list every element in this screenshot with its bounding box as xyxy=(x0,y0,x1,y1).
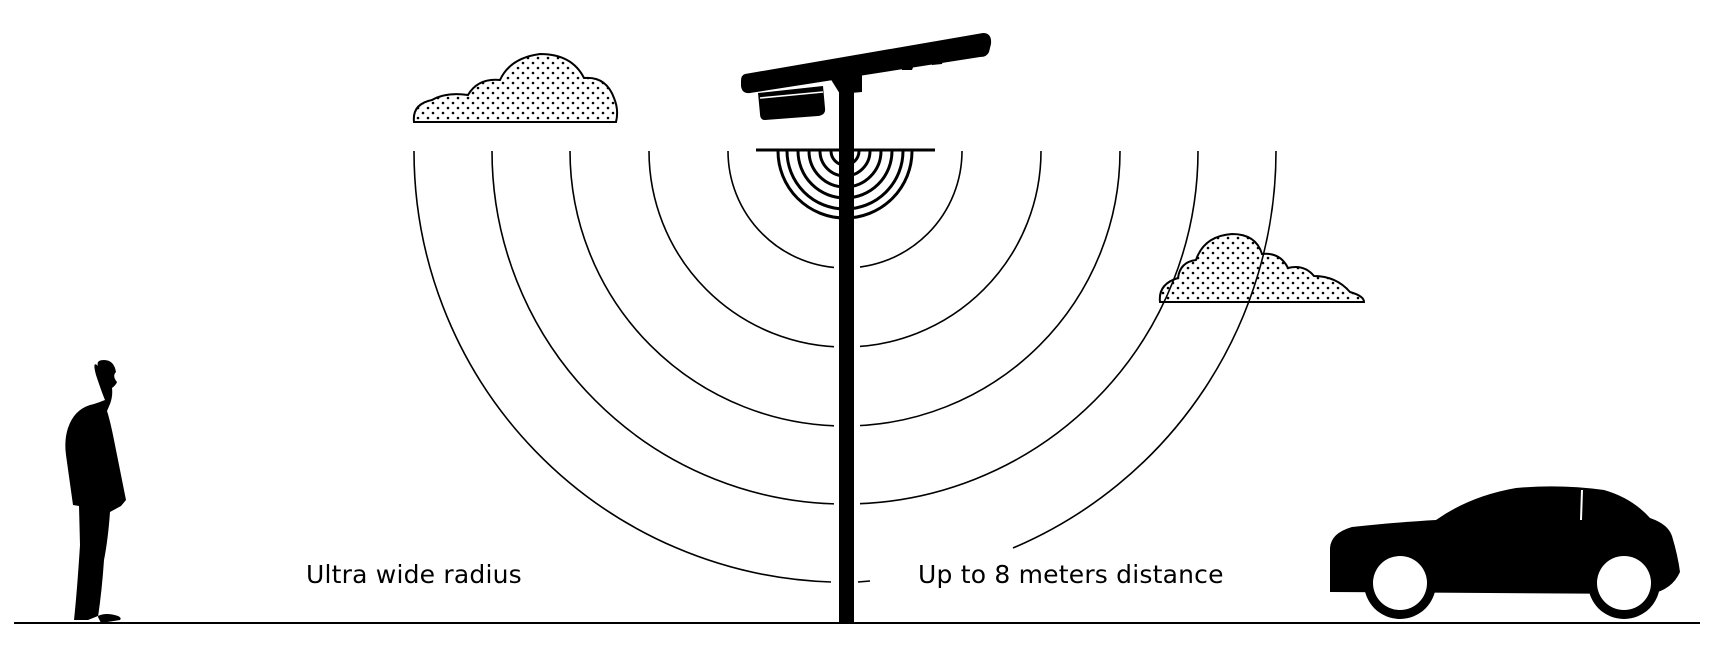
cloud-icon xyxy=(412,52,1366,303)
solar-panel-icon xyxy=(741,33,992,94)
coverage-arc-5-right xyxy=(1012,150,1277,549)
cloud-right xyxy=(1158,232,1366,303)
sensor-icon xyxy=(758,86,826,120)
street-lamp-icon xyxy=(741,33,992,624)
car-silhouette-icon xyxy=(1330,486,1680,619)
coverage-arc-5 xyxy=(413,150,832,583)
caption-ultra-wide-radius: Ultra wide radius xyxy=(306,560,522,589)
person-silhouette-icon xyxy=(65,360,126,623)
caption-distance: Up to 8 meters distance xyxy=(918,560,1224,589)
coverage-arc-5-right-segment xyxy=(857,580,871,583)
cloud-left xyxy=(412,52,619,123)
lamp-pole xyxy=(839,88,854,624)
